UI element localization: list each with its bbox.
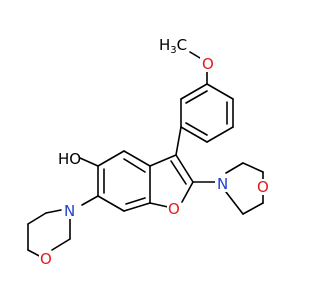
bond-c7-c7ab [125,197,146,205]
furan-o-bg [167,201,181,217]
furan-oxygen-label: O [168,200,180,218]
morpholine-right-n-bg [215,176,229,192]
bond-mL-6 [45,209,62,214]
bond-c3-c2b [170,160,187,185]
bond-mL-5 [27,212,47,225]
hydroxyl-label: HO [58,150,81,168]
morpholine-right-oxygen-label: O [257,178,269,196]
methoxy-oxygen-label: O [202,55,214,73]
methoxy-subscript: 3 [170,45,176,56]
atom-label-layer: H3C O HO O N O N O [39,36,270,268]
morpholine-left-nitrogen-label: N [64,202,75,220]
bond-c2-o1 [181,181,194,203]
bond-mL-2 [51,238,71,251]
bond-o1-c7a [149,202,169,208]
methoxy-c: C [177,36,187,54]
structure-diagram: H3C O HO O N O N O [27,36,270,268]
methoxy-o-bg [200,56,214,72]
bond-c3-c2 [175,154,194,183]
bond-layer [27,51,264,260]
hydroxyl-h: HO [58,150,81,168]
bond-mR-1 [225,162,244,174]
bond-anisyl-6 [180,83,208,100]
bond-anisyl-1 [206,83,234,100]
bond-mR-5 [242,202,264,215]
bond-c3-c3a [149,154,177,167]
bond-anisyl-6b [185,90,208,104]
bond-anisyl-c3 [175,126,182,156]
morpholine-left-oxygen-label: O [40,250,52,268]
morpholine-right-o-bg [256,179,270,195]
bond-anisyl-3 [206,126,234,143]
bond-anisyl-4 [180,126,208,143]
morpholine-left-n-bg [62,203,76,219]
bond-mR-2 [242,162,264,173]
bond-c6-n [81,195,99,206]
bond-c3a-c4b [123,158,146,173]
bond-c6-c7 [97,195,125,212]
bond-c7-c7a [123,202,151,212]
bond-mR-6 [225,191,244,215]
bond-anisyl-4b [185,122,208,136]
morpholine-left-o-bg [39,251,53,267]
bond-ch3-o [189,51,201,59]
methoxy-carbon-label: H3C [159,36,187,56]
bond-c3a-c4 [123,150,151,167]
morpholine-right-nitrogen-label: N [217,175,228,193]
methoxy-h: H [159,36,170,54]
bond-c5-oh [79,157,99,167]
bond-c4-c5 [97,150,125,167]
